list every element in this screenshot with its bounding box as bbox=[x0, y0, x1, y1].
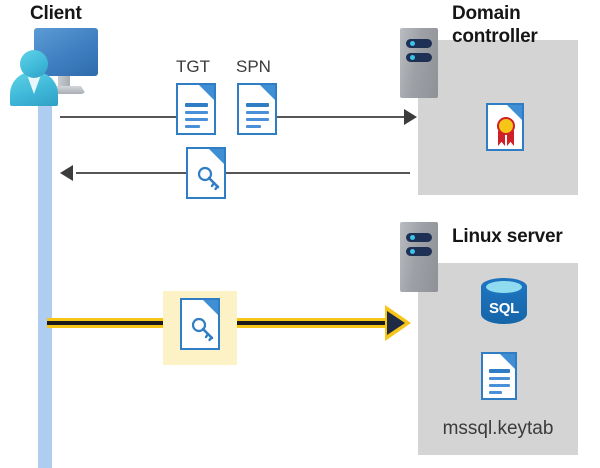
document-lines-icon bbox=[185, 103, 208, 132]
monitor-base bbox=[44, 86, 86, 94]
sql-label: SQL bbox=[489, 300, 519, 317]
domain-controller-server-icon bbox=[400, 28, 438, 98]
request-flow-line-left bbox=[60, 116, 176, 118]
document-fold-icon bbox=[260, 85, 275, 100]
document-fold-icon bbox=[203, 300, 218, 315]
tgt-document-icon bbox=[176, 83, 216, 135]
server-led-icon bbox=[410, 41, 415, 46]
server-bay-icon bbox=[406, 233, 432, 242]
document-fold-icon bbox=[500, 354, 515, 369]
key-icon bbox=[191, 317, 214, 342]
linux-server-title: Linux server bbox=[452, 226, 563, 247]
certificate-ribbon-icon bbox=[498, 131, 505, 146]
server-led-icon bbox=[410, 249, 415, 254]
highlighted-service-ticket-icon bbox=[180, 298, 220, 350]
certificate-seal-icon bbox=[497, 117, 515, 135]
certificate-ribbon-icon bbox=[507, 131, 514, 146]
request-flow-arrowhead bbox=[404, 109, 417, 125]
certificate-document-icon bbox=[486, 103, 524, 151]
service-ticket-key-document-icon bbox=[186, 147, 226, 199]
database-top-inner bbox=[486, 281, 522, 293]
spn-label: SPN bbox=[236, 57, 271, 76]
server-led-icon bbox=[410, 55, 415, 60]
linux-server-icon bbox=[400, 222, 438, 292]
present-ticket-line-right bbox=[237, 318, 390, 328]
client-lifeline bbox=[38, 78, 52, 468]
present-ticket-arrowhead bbox=[387, 311, 405, 335]
domain-controller-title: Domain controller bbox=[452, 3, 538, 47]
tgt-label: TGT bbox=[176, 57, 210, 76]
document-lines-icon bbox=[246, 103, 269, 132]
monitor-neck bbox=[58, 76, 70, 88]
issue-flow-arrowhead bbox=[60, 165, 73, 181]
document-lines-icon bbox=[489, 369, 510, 398]
document-fold-icon bbox=[199, 85, 214, 100]
request-flow-line-right bbox=[277, 116, 409, 118]
spn-document-icon bbox=[237, 83, 277, 135]
server-bay-icon bbox=[406, 39, 432, 48]
issue-flow-line-left bbox=[76, 172, 186, 174]
document-fold-icon bbox=[209, 149, 224, 164]
key-icon bbox=[197, 166, 220, 191]
client-workstation-icon bbox=[6, 26, 98, 106]
client-title: Client bbox=[30, 3, 82, 24]
present-ticket-line-left bbox=[47, 318, 163, 328]
server-bay-icon bbox=[406, 53, 432, 62]
keytab-document-icon bbox=[481, 352, 517, 400]
issue-flow-line-right bbox=[226, 172, 410, 174]
server-led-icon bbox=[410, 235, 415, 240]
server-bay-icon bbox=[406, 247, 432, 256]
sql-database-icon: SQL bbox=[481, 278, 527, 332]
person-head bbox=[20, 50, 48, 78]
keytab-filename-label: mssql.keytab bbox=[442, 418, 554, 439]
